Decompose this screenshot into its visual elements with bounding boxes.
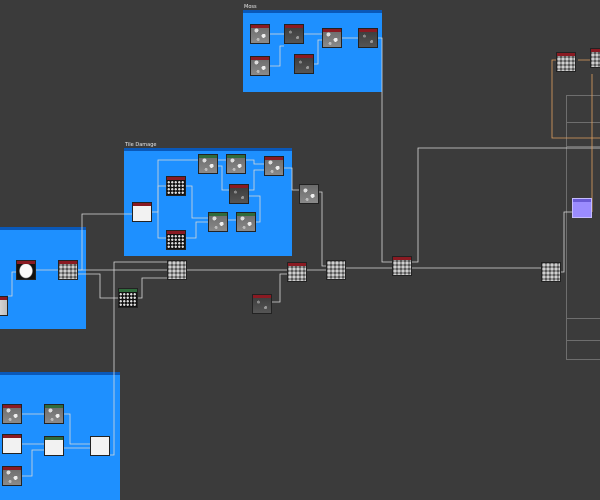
tile-blend-node[interactable] (167, 260, 187, 280)
tile-damage-node[interactable] (198, 154, 218, 174)
moss-blend-node[interactable] (322, 28, 342, 48)
frame-title-tile-damage: Tile Damage (125, 142, 157, 148)
bottom-uniform-node[interactable] (2, 434, 22, 454)
tile-blend-node[interactable] (326, 260, 346, 280)
moss-output-node[interactable] (358, 28, 378, 48)
moss-noise-node[interactable] (250, 24, 270, 44)
gradient-node[interactable] (0, 296, 8, 316)
right-panel-outline (566, 95, 600, 360)
right-panel-divider (566, 340, 600, 341)
tile-generator-node[interactable] (556, 52, 576, 72)
selected-output-node[interactable] (572, 198, 592, 218)
tile-damage-node[interactable] (229, 184, 249, 204)
tile-blend-node[interactable] (208, 212, 228, 232)
tile-blend-node[interactable] (236, 212, 256, 232)
bottom-output-node[interactable] (90, 436, 110, 456)
tile-damage-output-node[interactable] (299, 184, 319, 204)
tile-mask-node[interactable] (118, 288, 138, 308)
tile-blend-node[interactable] (287, 262, 307, 282)
frame-title-moss: Moss (244, 4, 257, 10)
damage-noise-node[interactable] (252, 294, 272, 314)
frame-moss[interactable] (243, 10, 382, 92)
right-panel-divider (566, 146, 600, 147)
tile-pattern-node[interactable] (166, 176, 186, 196)
tile-blend-node[interactable] (392, 256, 412, 276)
bottom-noise-node[interactable] (44, 404, 64, 424)
right-panel-divider (566, 122, 600, 123)
tile-output-node[interactable] (541, 262, 561, 282)
bottom-noise-node[interactable] (2, 466, 22, 486)
tile-pattern-node[interactable] (166, 230, 186, 250)
bottom-blend-node[interactable] (44, 436, 64, 456)
moss-noise-node[interactable] (294, 54, 314, 74)
tile-generator-node[interactable] (58, 260, 78, 280)
right-panel-divider (566, 318, 600, 319)
tile-input-node[interactable] (132, 202, 152, 222)
moss-noise-node[interactable] (250, 56, 270, 76)
tile-generator-node[interactable] (590, 48, 600, 68)
moss-noise-node[interactable] (284, 24, 304, 44)
shape-node[interactable] (16, 260, 36, 280)
tile-damage-node[interactable] (226, 154, 246, 174)
tile-damage-node[interactable] (264, 156, 284, 176)
bottom-noise-node[interactable] (2, 404, 22, 424)
